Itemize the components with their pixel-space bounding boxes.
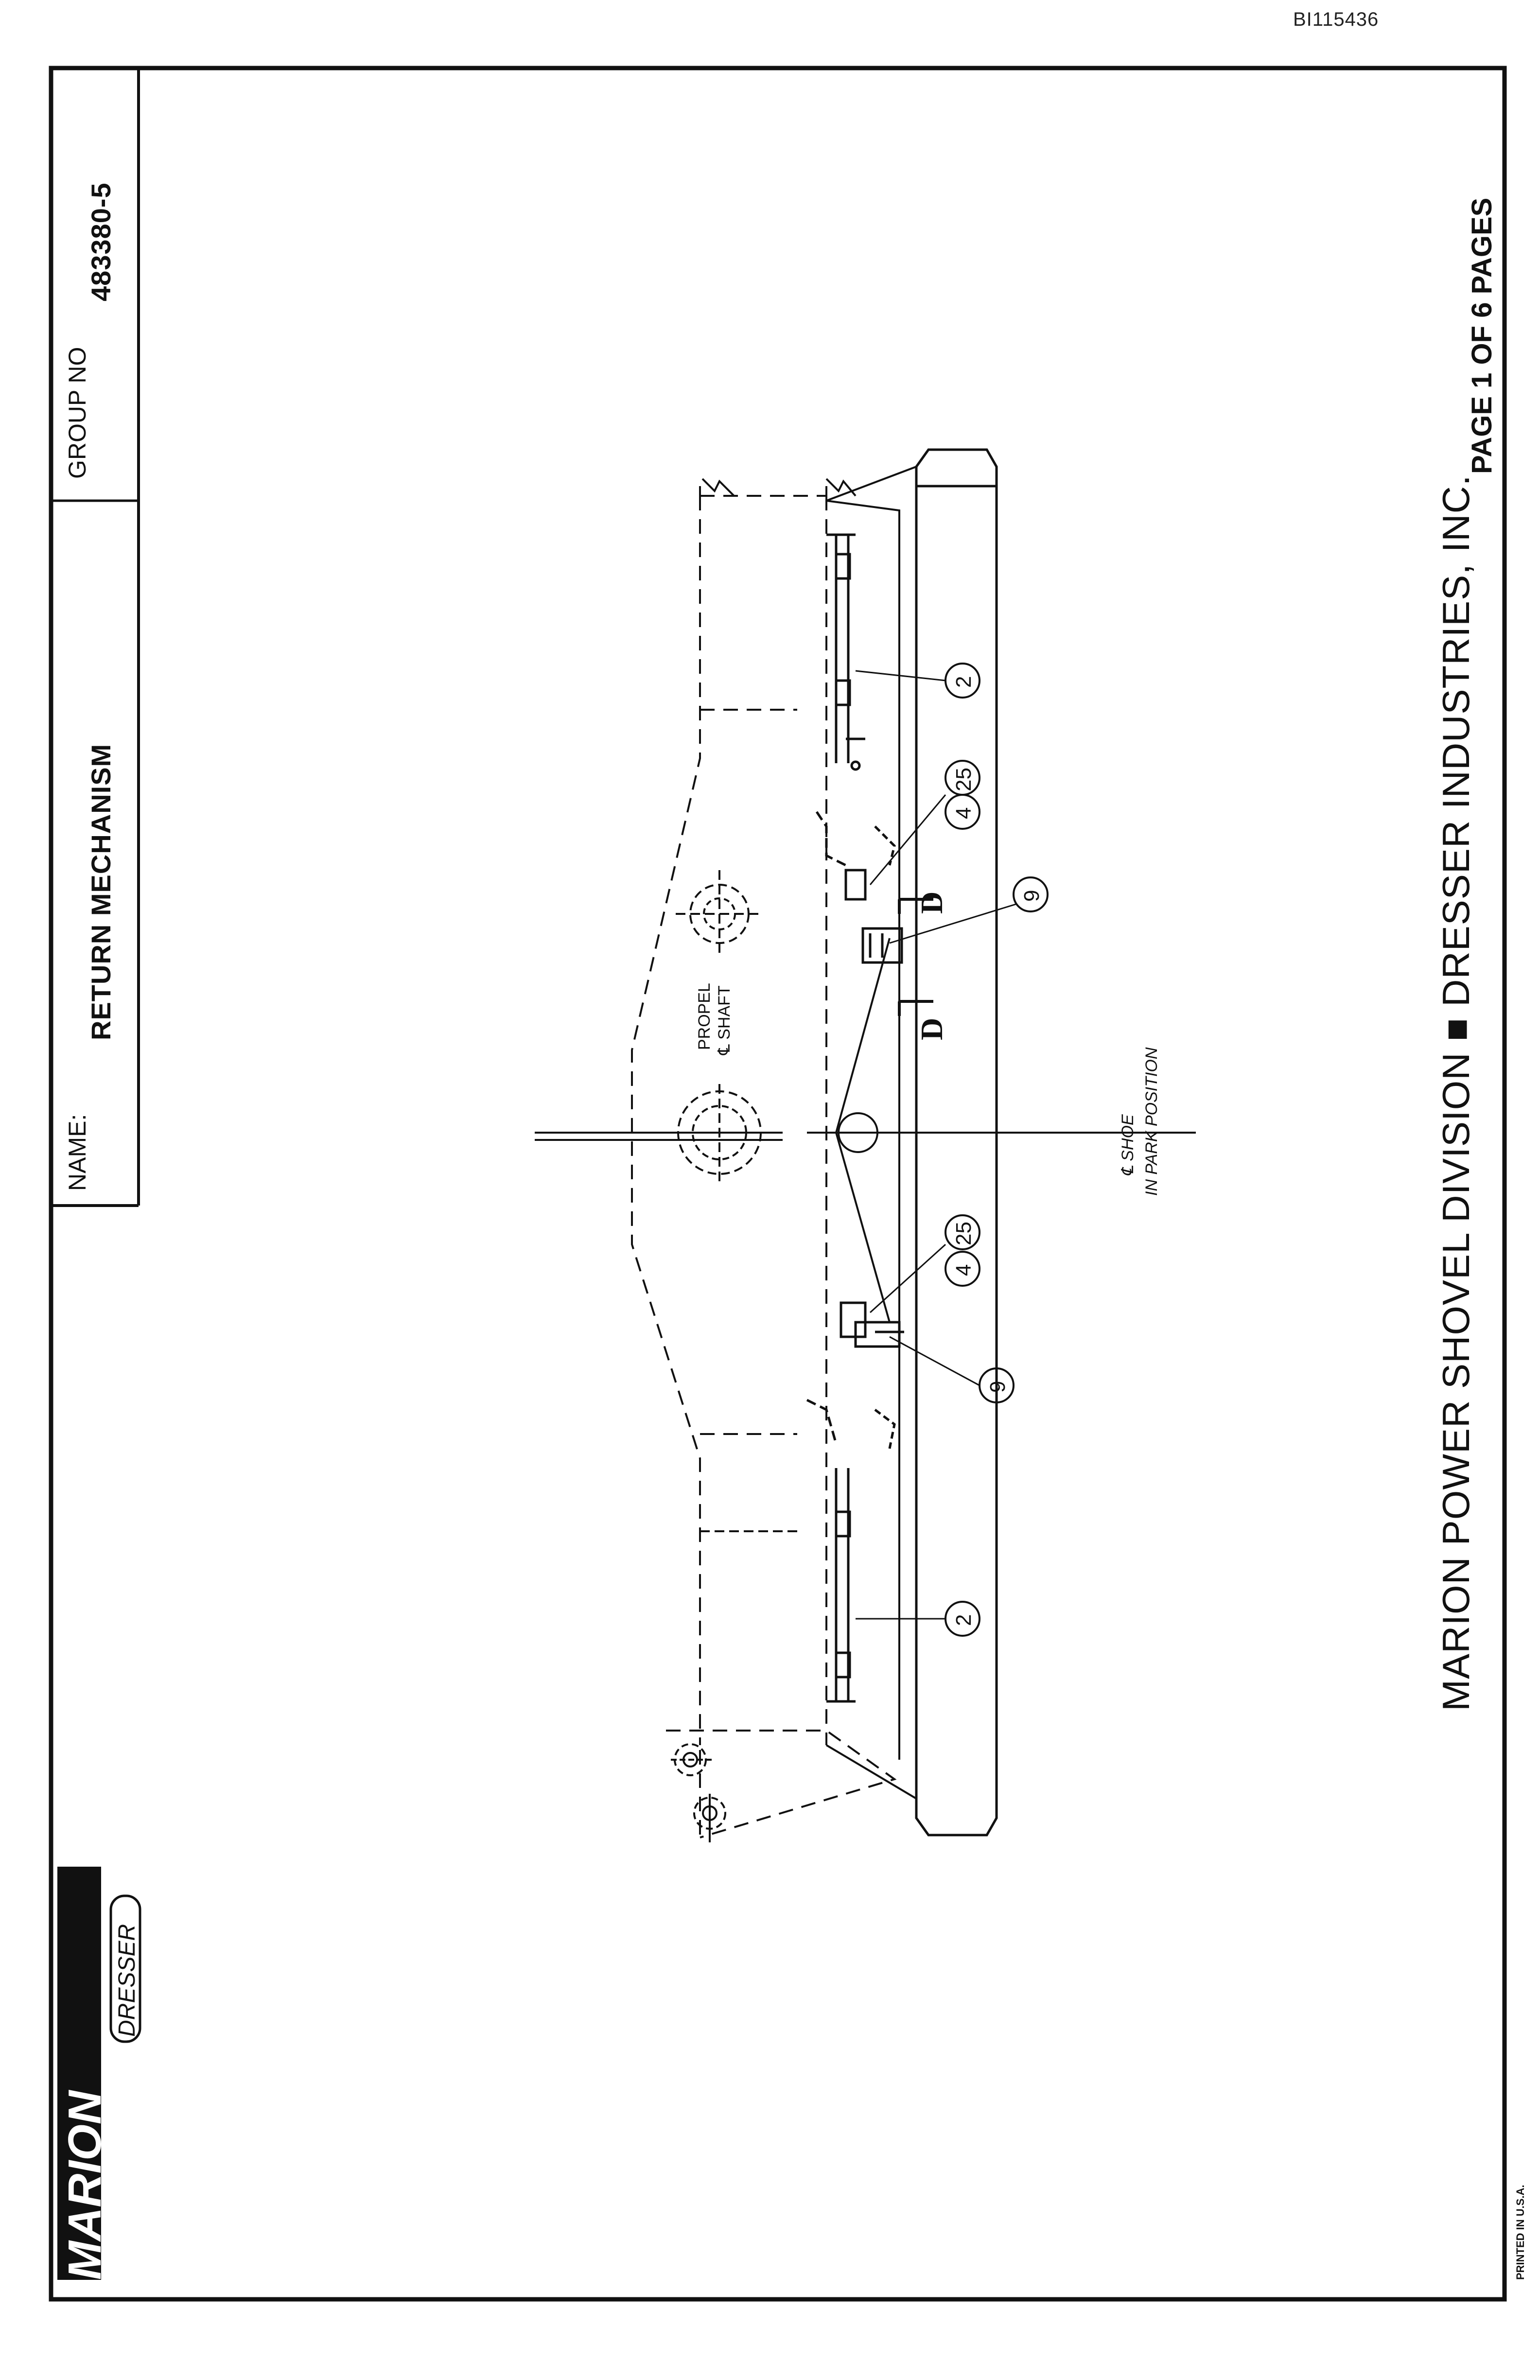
stop-bracket-lower: [806, 1301, 904, 1449]
logo-graphic: [57, 1867, 141, 2280]
group-value: 483380-5: [86, 182, 116, 301]
return-spring-upper: [826, 533, 865, 771]
break-marks: [701, 478, 857, 497]
balloon-circles: [945, 663, 1049, 1637]
propel-shaft-upper: [676, 870, 763, 958]
border-frame: [49, 66, 1507, 2302]
balloon-item-2-upper: 2: [952, 676, 976, 688]
section-letter-top: D: [914, 891, 949, 914]
document-id: BI115436: [1293, 9, 1379, 30]
label-park-position: IN PARK POSITION: [1142, 1047, 1161, 1196]
balloon-item-25-upper: 25: [952, 768, 976, 791]
label-shoe: ℄ SHOE: [1119, 1114, 1137, 1176]
idler-end: [671, 1743, 726, 1842]
tumbler-pivot: [807, 938, 1196, 1323]
return-spring-lower: [826, 1468, 856, 1703]
balloon-item-25-lower: 25: [952, 1222, 976, 1245]
balloon-item-2-lower: 2: [952, 1614, 976, 1626]
section-letter-bottom: D: [914, 1017, 949, 1040]
stop-bracket-upper: [815, 811, 903, 964]
page-indicator: PAGE 1 OF 6 PAGES: [1466, 197, 1498, 474]
label-propel: PROPEL: [695, 983, 714, 1050]
leader-lines: [855, 670, 1016, 1620]
company-footer: MARION POWER SHOVEL DIVISION ■ DRESSER I…: [1435, 474, 1477, 1711]
printed-in-usa: PRINTED IN U.S.A.: [1514, 2185, 1526, 2280]
group-label: GROUP NO: [64, 347, 91, 479]
crawler-pad: [915, 448, 998, 1837]
balloon-item-9-upper: 9: [1020, 890, 1044, 902]
name-value: RETURN MECHANISM: [86, 743, 116, 1040]
section-d-markers: [898, 898, 933, 1016]
balloon-item-9-lower: 9: [986, 1381, 1010, 1393]
balloon-item-4-lower: 4: [952, 1264, 976, 1276]
marion-dresser-logo: MARION DRESSER: [52, 1862, 145, 2285]
balloon-item-4-upper: 4: [952, 807, 976, 819]
logo-marion: MARION: [59, 2090, 111, 2280]
name-label: NAME:: [64, 1114, 91, 1191]
propel-shaft-lower: [535, 1084, 783, 1181]
label-shaft: ℄ SHAFT: [715, 985, 734, 1055]
logo-dresser: DRESSER: [114, 1924, 140, 2037]
